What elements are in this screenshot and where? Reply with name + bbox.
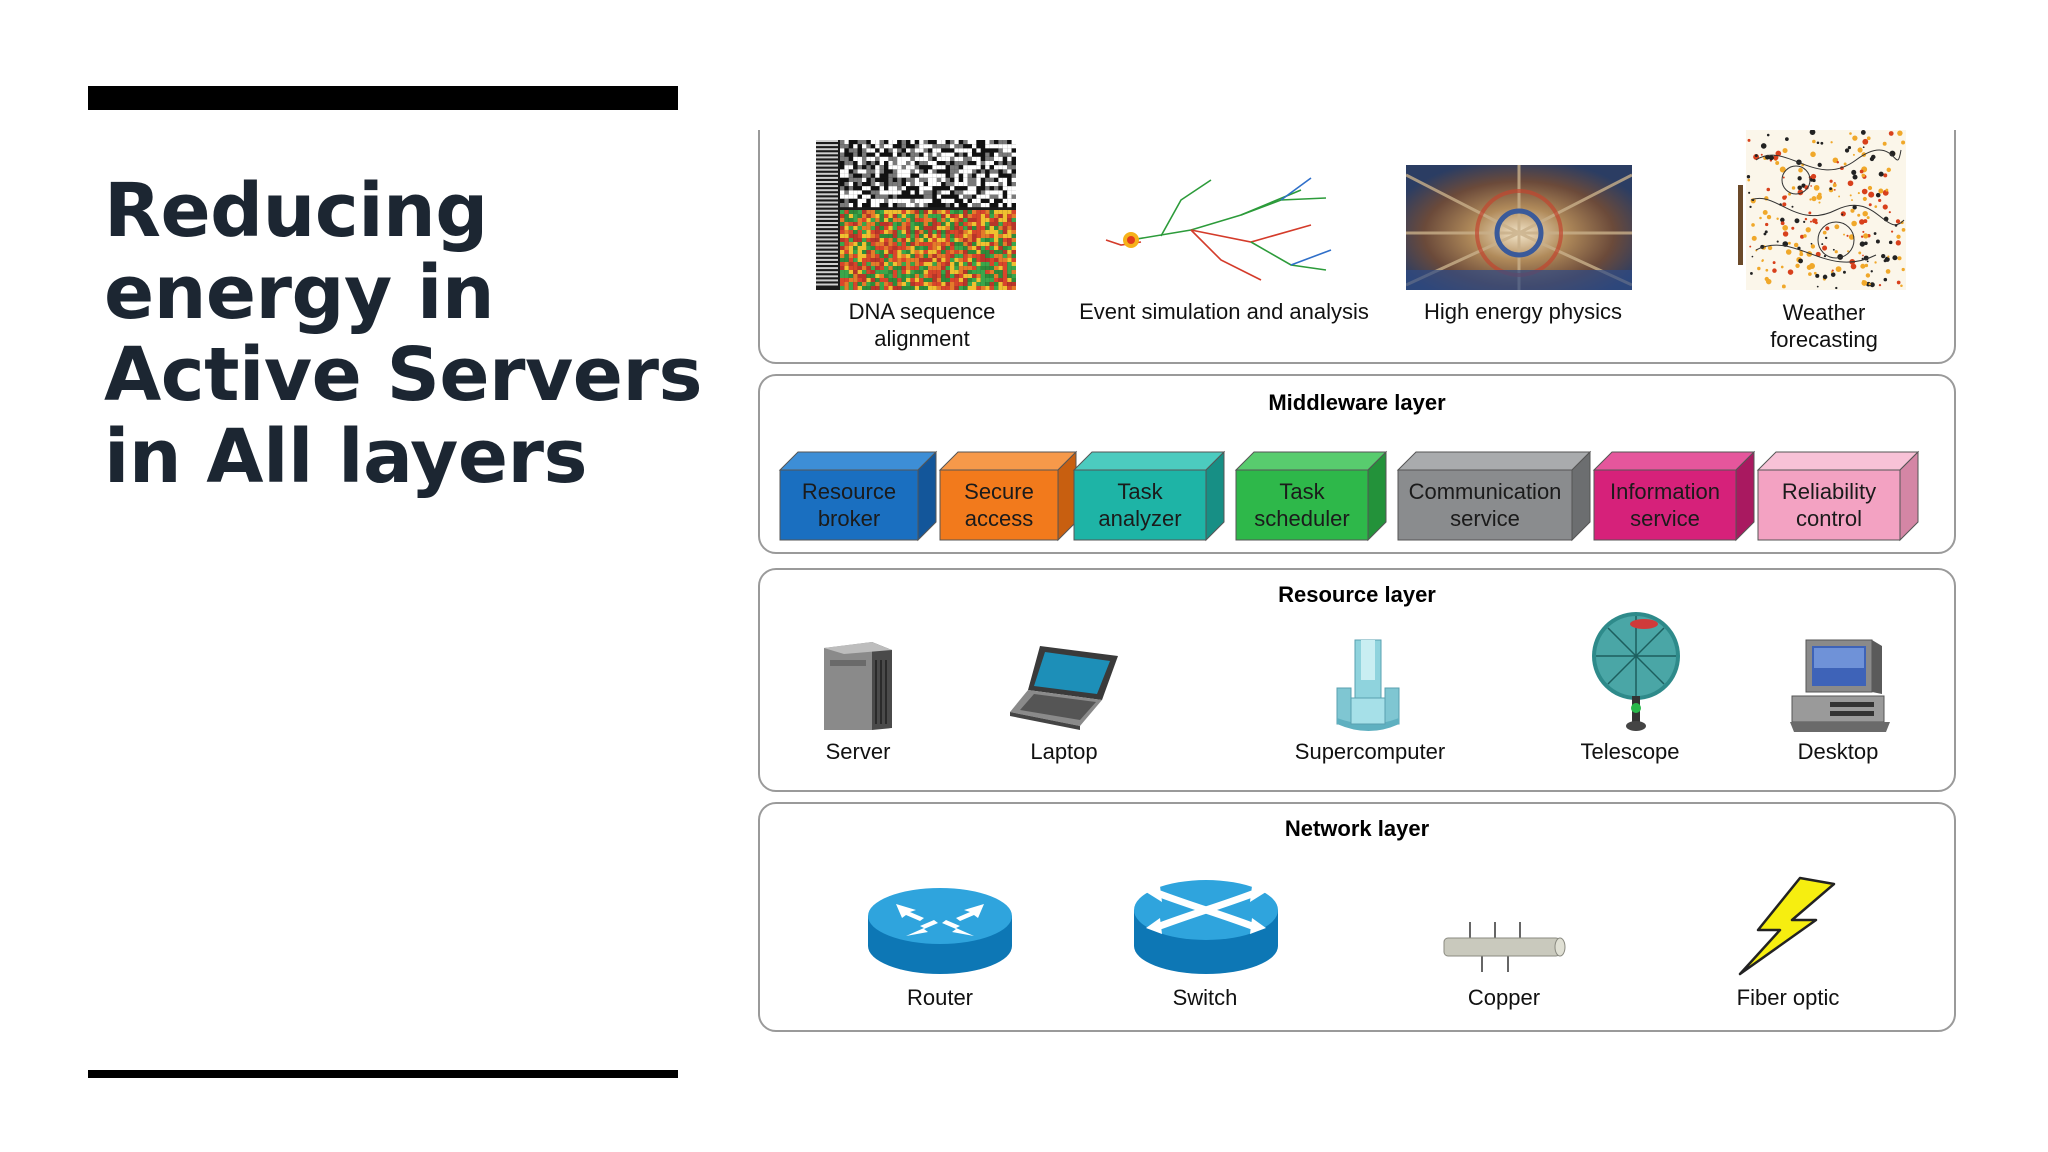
block-label-line: broker bbox=[817, 506, 881, 531]
router-icon bbox=[868, 888, 1012, 974]
resource-caption-laptop: Laptop bbox=[1030, 739, 1098, 764]
title-line: in All layers bbox=[104, 414, 588, 500]
block-label-line: scheduler bbox=[1254, 506, 1350, 531]
dna-heatmap-icon bbox=[816, 140, 1016, 290]
caption-line: Event simulation and analysis bbox=[1079, 299, 1369, 324]
resource-caption-telescope: Telescope bbox=[1580, 739, 1680, 764]
detector-photo-icon bbox=[1406, 165, 1632, 290]
app-caption-weather: Weather forecasting bbox=[1770, 299, 1878, 353]
block-label-line: service bbox=[1450, 506, 1520, 531]
middleware-layer-title: Middleware layer bbox=[1268, 390, 1446, 415]
laptop-icon bbox=[1010, 646, 1118, 730]
block-label-line: analyzer bbox=[1098, 506, 1182, 531]
block-label-line: Information bbox=[1609, 479, 1721, 504]
application-layer-panel: DNA sequence alignment Event simulation … bbox=[756, 130, 1958, 366]
title-line: energy in bbox=[104, 250, 495, 336]
resource-layer-title: Resource layer bbox=[1278, 582, 1436, 607]
desktop-icon bbox=[1790, 639, 1890, 732]
network-layer-title: Network layer bbox=[1284, 816, 1430, 841]
network-caption-copper: Copper bbox=[1467, 985, 1541, 1010]
title-line: Active Servers bbox=[104, 332, 703, 418]
slide-title: Reducing energy in Active Servers in All… bbox=[104, 170, 704, 498]
caption-line: forecasting bbox=[1770, 327, 1878, 352]
fiber-optic-icon bbox=[1738, 876, 1836, 976]
resource-caption-server: Server bbox=[825, 739, 891, 764]
resource-caption-desktop: Desktop bbox=[1797, 739, 1879, 764]
app-caption-physics: High energy physics bbox=[1424, 298, 1622, 325]
telescope-icon bbox=[1592, 612, 1680, 731]
caption-line: High energy physics bbox=[1423, 299, 1623, 324]
block-label-line: Task bbox=[1117, 479, 1163, 504]
caption-line: DNA sequence bbox=[848, 299, 996, 324]
server-icon bbox=[824, 642, 892, 730]
caption-line: alignment bbox=[874, 326, 970, 351]
block-label-line: control bbox=[1795, 506, 1863, 531]
block-label-line: Secure bbox=[964, 479, 1034, 504]
block-label-line: Reliability bbox=[1781, 479, 1877, 504]
switch-icon bbox=[1134, 880, 1278, 974]
network-caption-fiber-optic: Fiber optic bbox=[1736, 985, 1840, 1010]
block-label-line: Resource bbox=[801, 479, 897, 504]
block-label-line: Communication bbox=[1408, 479, 1562, 504]
resource-caption-supercomputer: Supercomputer bbox=[1294, 739, 1446, 764]
block-label-line: service bbox=[1630, 506, 1700, 531]
event-tree-icon bbox=[1105, 177, 1332, 281]
copper-cable-icon bbox=[1443, 922, 1566, 972]
app-caption-dna: DNA sequence alignment bbox=[849, 298, 996, 352]
bottom-accent-bar bbox=[88, 1070, 678, 1078]
network-caption-switch: Switch bbox=[1172, 985, 1238, 1010]
block-label-line: Task bbox=[1279, 479, 1325, 504]
app-caption-event: Event simulation and analysis bbox=[1079, 298, 1369, 325]
supercomputer-icon bbox=[1336, 639, 1400, 731]
block-label-line: access bbox=[964, 506, 1034, 531]
top-accent-bar bbox=[88, 86, 678, 110]
weather-map-icon bbox=[1738, 130, 1906, 290]
title-line: Reducing bbox=[104, 168, 488, 254]
caption-line: Weather bbox=[1782, 300, 1866, 325]
network-caption-router: Router bbox=[906, 985, 974, 1010]
